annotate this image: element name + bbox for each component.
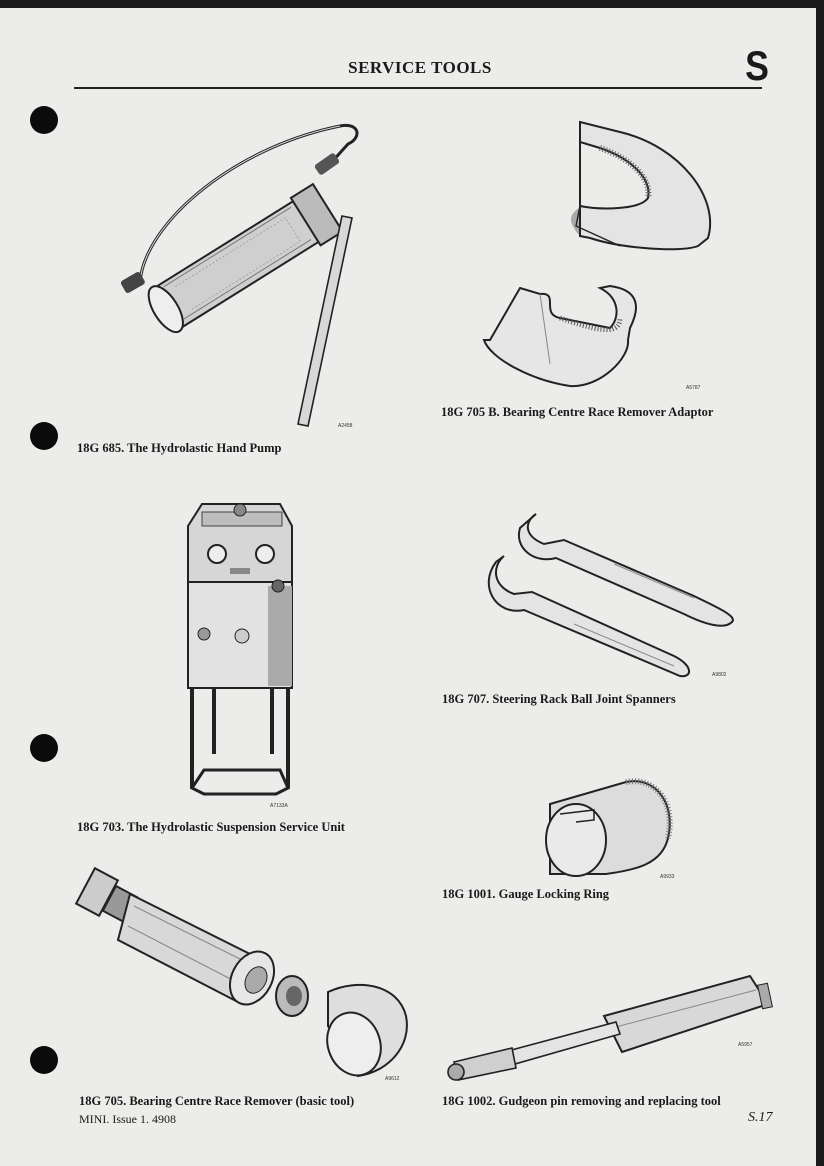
page-number: S.17 [748, 1110, 773, 1125]
caption-spanners: 18G 707. Steering Rack Ball Joint Spanne… [442, 692, 676, 706]
manual-page: SERVICE TOOLS S A2458 18G 685. The Hydro… [0, 8, 816, 1166]
hand-pump-illustration [120, 123, 359, 427]
locking-ring-illustration [545, 778, 673, 877]
binder-hole [30, 1046, 58, 1074]
service-unit-illustration [187, 503, 293, 796]
binder-hole [30, 734, 58, 762]
figure-ref: A2458 [338, 423, 353, 429]
caption-service-unit: 18G 703. The Hydrolastic Suspension Serv… [77, 820, 345, 834]
caption-race-remover: 18G 705. Bearing Centre Race Remover (ba… [79, 1094, 355, 1108]
figure-ref: A9612 [385, 1076, 400, 1082]
section-letter: S [745, 42, 769, 89]
binder-hole [30, 422, 58, 450]
binder-hole [30, 106, 58, 134]
figure-ref: A5957 [738, 1042, 753, 1048]
gudgeon-pin-tool-illustration [447, 974, 773, 1081]
page-title: SERVICE TOOLS [348, 58, 492, 77]
caption-locking-ring: 18G 1001. Gauge Locking Ring [442, 887, 610, 901]
figure-ref: A9802 [712, 672, 727, 678]
figure-ref: A9933 [660, 874, 675, 880]
race-remover-illustration [74, 866, 408, 1078]
header-rule [74, 87, 762, 89]
bearing-adaptor-illustration [482, 120, 711, 388]
spanners-illustration [487, 513, 734, 678]
figure-ref: A5787 [686, 385, 701, 391]
caption-hand-pump: 18G 685. The Hydrolastic Hand Pump [77, 441, 282, 455]
caption-gudgeon-pin-tool: 18G 1002. Gudgeon pin removing and repla… [442, 1094, 721, 1108]
figure-ref: A7133A [270, 803, 288, 809]
caption-bearing-adaptor: 18G 705 B. Bearing Centre Race Remover A… [441, 405, 714, 419]
footer-issue: MINI. Issue 1. 4908 [79, 1112, 176, 1126]
